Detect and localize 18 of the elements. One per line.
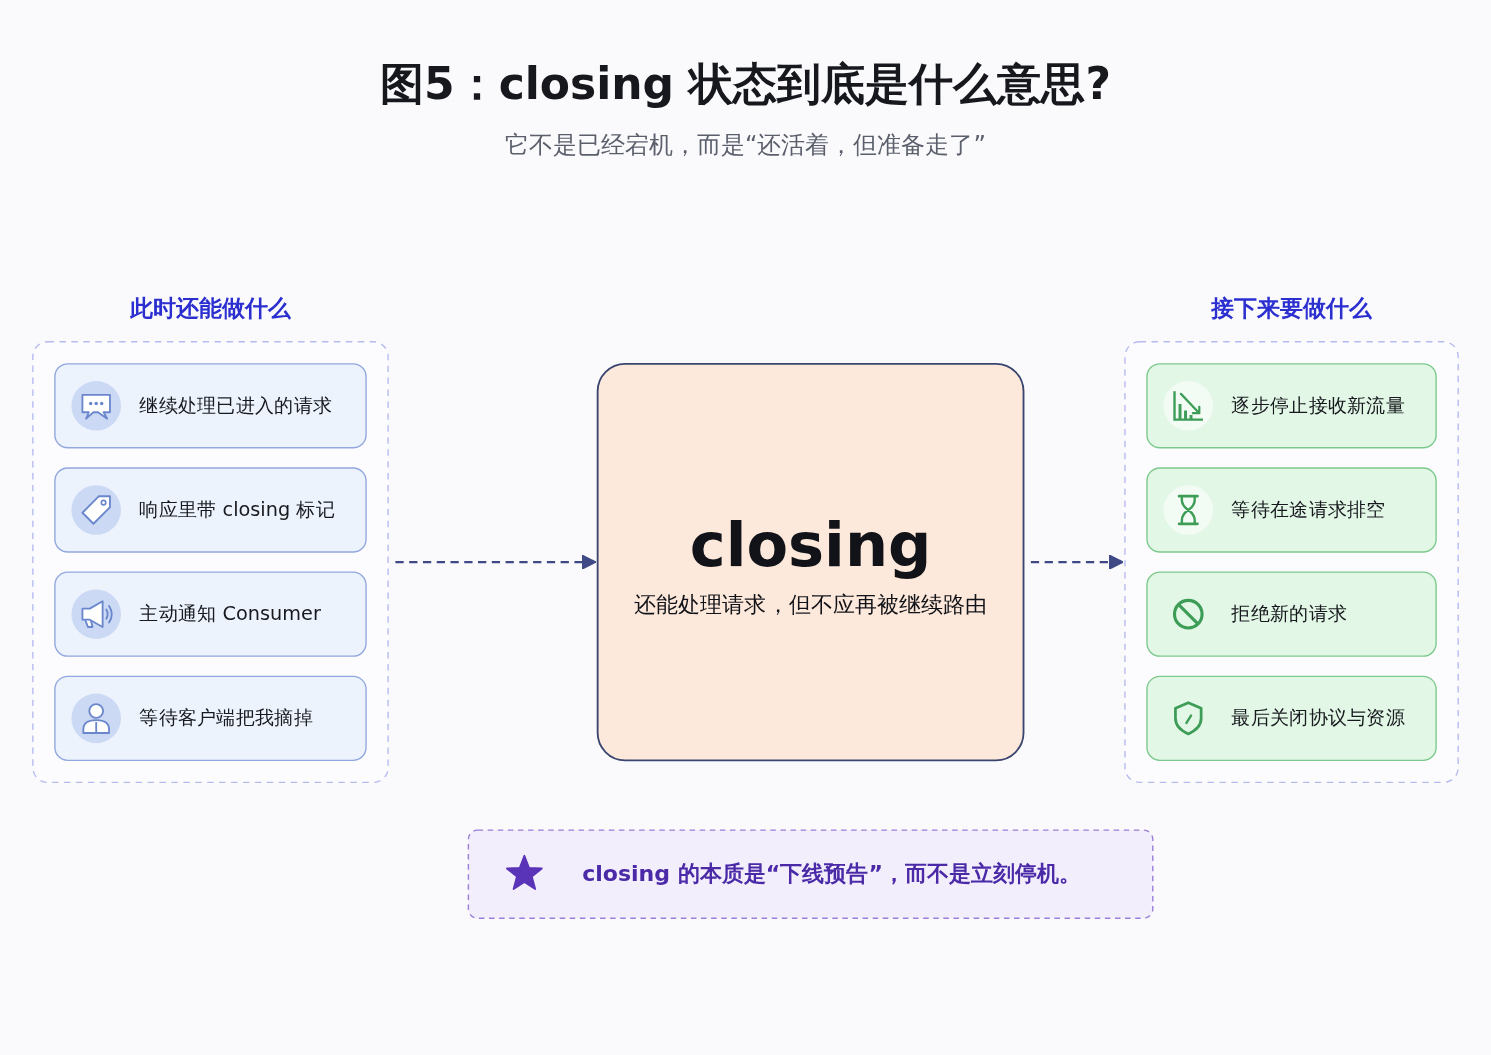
cluster [32, 341, 389, 784]
node-box: 主动通知 Consumer [54, 571, 367, 658]
node-box: 等待客户端把我摘掉 [54, 676, 367, 762]
node-box: 最后关闭协议与资源 [1146, 676, 1437, 762]
arrow [395, 555, 597, 571]
node-box: 继续处理已进入的请求 [54, 363, 367, 449]
subtitle: 它不是已经宕机，而是“还活着，但准备走了” [505, 130, 986, 161]
node-box: closing 的本质是“下线预告”，而不是立刻停机。 [467, 829, 1154, 920]
node-label: 此时还能做什么 [130, 294, 291, 322]
cluster [1124, 341, 1459, 784]
node-box: closing 还能处理请求，但不应再被继续路由 [596, 363, 1025, 762]
node-label: 接下来要做什么 [1211, 294, 1372, 322]
title: 图5：closing 状态到底是什么意思? [380, 58, 1111, 111]
node-box: 逐步停止接收新流量 [1146, 363, 1437, 449]
node-box: 等待在途请求排空 [1146, 467, 1437, 554]
node-box: 拒绝新的请求 [1146, 571, 1437, 658]
node-box: 响应里带 closing 标记 [54, 467, 367, 554]
arrow [1030, 555, 1124, 571]
